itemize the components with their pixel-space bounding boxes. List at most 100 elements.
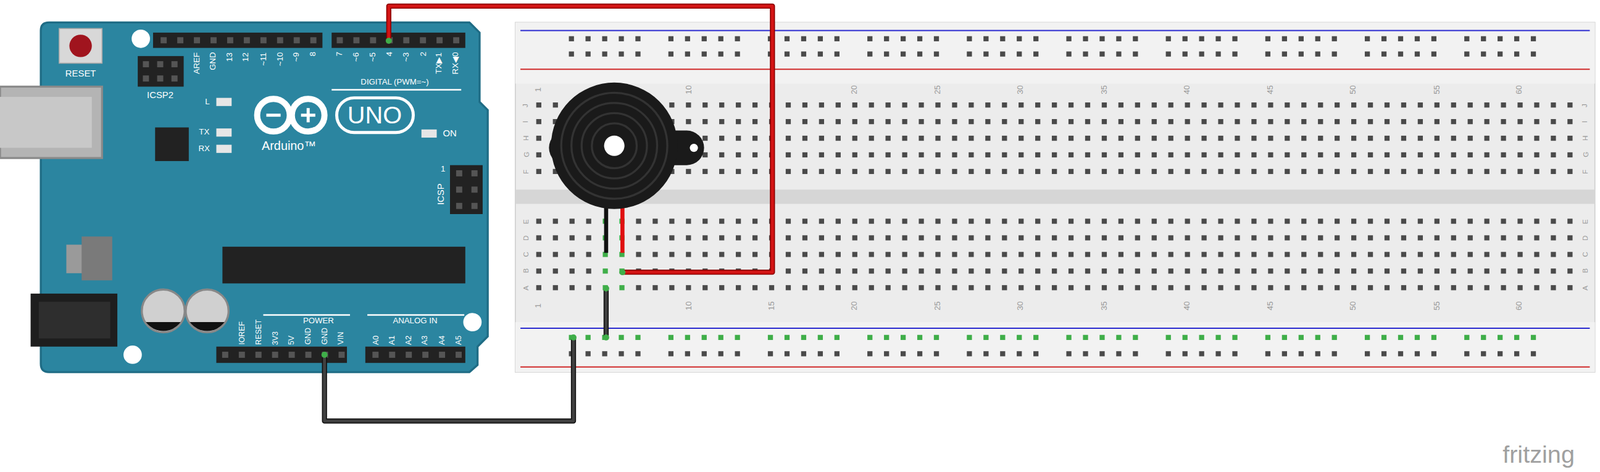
- pin-label: ~9: [292, 51, 301, 62]
- column-number: 15: [767, 301, 776, 311]
- breadboard-hole: [1497, 335, 1503, 341]
- breadboard-hole: [918, 152, 924, 158]
- breadboard-hole: [735, 102, 741, 108]
- breadboard-hole: [569, 268, 575, 274]
- breadboard-hole: [835, 135, 841, 141]
- wire: [321, 351, 328, 359]
- breadboard-hole: [1431, 36, 1437, 42]
- breadboard-hole: [1251, 268, 1257, 274]
- breadboard-hole: [1085, 102, 1091, 108]
- breadboard-hole: [835, 218, 841, 224]
- breadboard-hole: [1351, 285, 1357, 291]
- breadboard-hole: [1135, 285, 1141, 291]
- led: [216, 145, 232, 154]
- breadboard-hole: [1085, 169, 1091, 175]
- pin-label: 12: [242, 51, 251, 62]
- breadboard-hole: [1068, 285, 1074, 291]
- breadboard-hole: [819, 169, 825, 175]
- breadboard-hole: [885, 218, 891, 224]
- breadboard-hole: [1132, 335, 1138, 341]
- breadboard-hole: [1035, 135, 1041, 141]
- breadboard-hole: [966, 51, 972, 57]
- breadboard-hole: [933, 335, 939, 341]
- breadboard-hole: [752, 119, 758, 125]
- breadboard-hole: [1367, 268, 1373, 274]
- breadboard-hole: [901, 285, 907, 291]
- breadboard-hole: [1517, 135, 1523, 141]
- breadboard-hole: [900, 351, 906, 357]
- breadboard-hole: [1530, 335, 1536, 341]
- header-pin: [322, 351, 329, 359]
- breadboard-hole: [1367, 119, 1373, 125]
- header-pin: [338, 351, 345, 359]
- breadboard-hole: [869, 235, 875, 241]
- breadboard-hole: [702, 218, 708, 224]
- breadboard-hole: [852, 285, 858, 291]
- breadboard-hole: [536, 218, 542, 224]
- rail-line: [520, 68, 1590, 70]
- breadboard-hole: [553, 268, 559, 274]
- breadboard-hole: [869, 251, 875, 257]
- breadboard-hole: [819, 268, 825, 274]
- breadboard-hole: [935, 152, 941, 158]
- breadboard-hole: [900, 51, 906, 57]
- column-number: 35: [1100, 301, 1109, 311]
- pin-label: VIN: [337, 331, 346, 345]
- column-number: 40: [1183, 301, 1192, 311]
- column-number: 60: [1516, 85, 1525, 95]
- breadboard-hole: [968, 285, 974, 291]
- arduino-logo: [266, 113, 281, 117]
- breadboard-hole: [536, 135, 542, 141]
- breadboard-hole: [536, 36, 1573, 357]
- breadboard-hole: [985, 268, 991, 274]
- breadboard-hole: [1168, 119, 1174, 125]
- breadboard-hole: [1530, 36, 1536, 42]
- breadboard-hole: [885, 251, 891, 257]
- breadboard-hole: [719, 251, 725, 257]
- breadboard-hole: [1232, 335, 1238, 341]
- breadboard-hole: [1517, 169, 1523, 175]
- breadboard-hole: [685, 251, 691, 257]
- breadboard-hole: [1381, 36, 1387, 42]
- breadboard-hole: [685, 169, 691, 175]
- header-pin: [177, 37, 184, 44]
- breadboard-hole: [1267, 235, 1273, 241]
- breadboard-hole: [669, 102, 675, 108]
- breadboard-hole: [652, 285, 658, 291]
- breadboard-hole: [1234, 268, 1240, 274]
- breadboard-hole: [1401, 119, 1407, 125]
- breadboard-hole: [1201, 169, 1207, 175]
- breadboard-hole: [1364, 335, 1370, 341]
- breadboard-hole: [885, 152, 891, 158]
- breadboard-hole: [985, 169, 991, 175]
- breadboard-hole: [852, 102, 858, 108]
- column-number: 35: [1100, 85, 1109, 95]
- row-letter: F: [1581, 169, 1589, 174]
- breadboard-hole: [951, 268, 957, 274]
- breadboard-hole: [1135, 218, 1141, 224]
- breadboard-hole: [585, 335, 591, 341]
- breadboard-hole: [1215, 51, 1221, 57]
- breadboard-hole: [1398, 36, 1404, 42]
- breadboard-hole: [1367, 218, 1373, 224]
- breadboard-hole: [1332, 36, 1338, 42]
- breadboard-hole: [1068, 169, 1074, 175]
- breadboard-hole: [668, 36, 674, 42]
- breadboard-hole: [1431, 351, 1437, 357]
- breadboard-hole: [935, 218, 941, 224]
- breadboard-hole: [983, 351, 989, 357]
- breadboard-hole: [1016, 351, 1022, 357]
- breadboard-hole: [702, 285, 708, 291]
- breadboard-hole: [1068, 152, 1074, 158]
- breadboard-hole: [1118, 169, 1124, 175]
- breadboard-hole: [817, 36, 823, 42]
- breadboard-hole: [1232, 351, 1238, 357]
- breadboard-hole: [968, 268, 974, 274]
- breadboard-hole: [1168, 169, 1174, 175]
- breadboard-hole: [802, 135, 808, 141]
- breadboard: [515, 322, 1596, 373]
- breadboard-hole: [951, 251, 957, 257]
- breadboard-hole: [1201, 152, 1207, 158]
- led: [216, 98, 437, 154]
- breadboard-hole: [885, 135, 891, 141]
